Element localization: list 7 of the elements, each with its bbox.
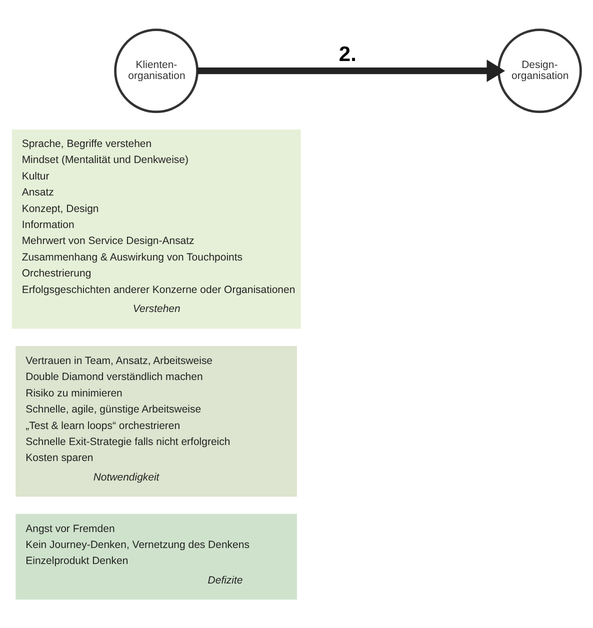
node-circle: Design-organisation: [498, 28, 582, 113]
node-circle: Klienten-organisation: [114, 28, 198, 113]
node-box: Vertrauen in Team, Ansatz, Arbeitsweise Double Diamond verständlich machen Risiko zu minimieren Schnelle, agile, günstige Arbeitsweise „Test & learn loops“ orchestrieren Schnelle Exit-Strategie falls nicht erfolgreich Kosten sparen Notwendigkeit: [16, 345, 297, 496]
edge-label: 2.: [338, 42, 356, 66]
node-box: Angst vor Fremden Kein Journey-Denken, Vernetzung des Denkens Einzelprodukt Denken Defizite: [16, 513, 297, 600]
arrow: [197, 59, 506, 82]
node-box: Sprache, Begriffe verstehen Mindset (Mentalität und Denkweise) Kultur Ansatz Konzept, Design Information Mehrwert von Service Design-Ansatz Zusammenhang & Auswirkung von Touchpoints Orchestrierung Erfolgsgeschichten anderer Konzerne oder Organisationen Verstehen: [12, 128, 301, 328]
